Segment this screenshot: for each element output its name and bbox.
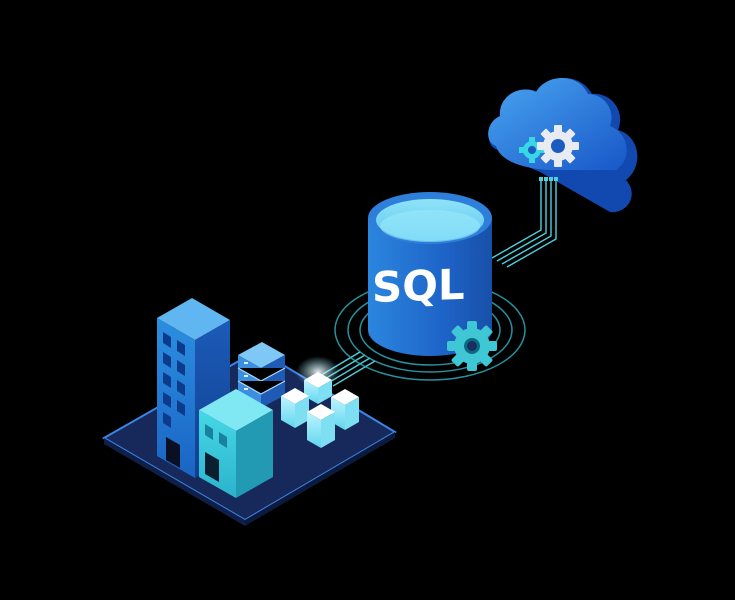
database-icon: SQL [368, 192, 492, 356]
gear-icon [447, 321, 497, 371]
cloud-large-gear-icon [537, 125, 579, 167]
server-rack-icon [237, 342, 286, 408]
branch-building-icon [199, 389, 273, 498]
cloud-connector [539, 177, 558, 181]
cloud-icon [488, 78, 638, 213]
connection-lines [317, 180, 557, 387]
cubes-icon [281, 356, 359, 448]
database-label: SQL [372, 260, 465, 312]
